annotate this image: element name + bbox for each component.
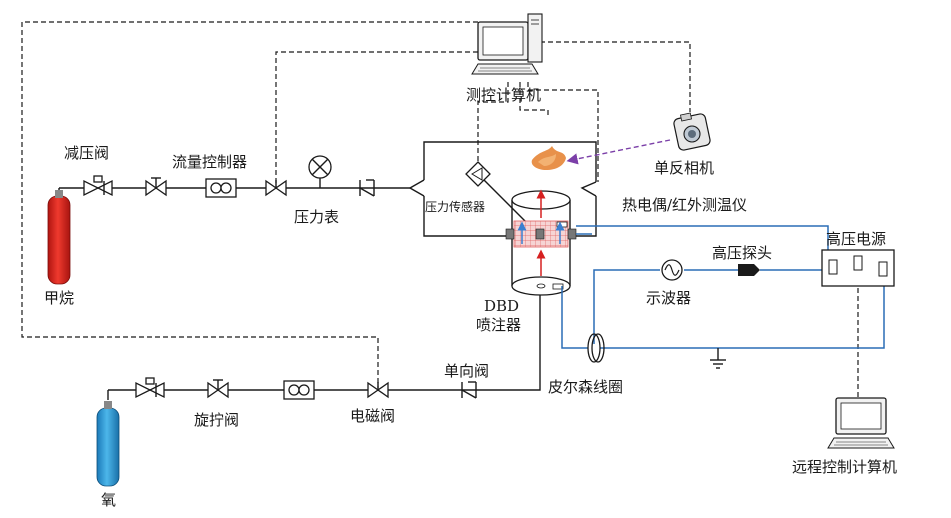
label-flow-controller: 流量控制器 bbox=[172, 153, 247, 171]
label-knob-valve: 旋拧阀 bbox=[194, 411, 239, 429]
label-pressure-gauge: 压力表 bbox=[294, 208, 339, 226]
combustion-chamber bbox=[409, 141, 597, 237]
ground-icon bbox=[710, 348, 726, 369]
label-check-valve: 单向阀 bbox=[444, 362, 489, 380]
label-pressure-reducer: 减压阀 bbox=[64, 144, 109, 162]
high-voltage-supply-icon bbox=[821, 249, 895, 287]
oxygen-pressure-reducer-icon bbox=[135, 377, 165, 399]
label-thermocouple: 热电偶/红外测温仪 bbox=[622, 196, 747, 214]
flow-controller-icon bbox=[205, 178, 237, 198]
oxygen-flow-controller-icon bbox=[283, 380, 315, 400]
camera-view-line bbox=[566, 139, 671, 165]
computer-icon bbox=[471, 13, 543, 75]
needle-valve-icon bbox=[145, 177, 167, 197]
gauge-icon bbox=[308, 155, 332, 188]
dbd-injector bbox=[505, 189, 577, 296]
flame-icon bbox=[531, 146, 566, 170]
oscilloscope-icon bbox=[661, 259, 683, 281]
label-oscilloscope: 示波器 bbox=[646, 289, 691, 307]
label-high-voltage-supply: 高压电源 bbox=[826, 230, 886, 248]
label-dbd-line2: 喷注器 bbox=[476, 316, 521, 334]
label-pressure-sensor: 压力传感器 bbox=[425, 199, 485, 214]
oxygen-tank bbox=[96, 401, 120, 487]
oxygen-solenoid-valve-icon bbox=[367, 381, 389, 399]
label-slr-camera: 单反相机 bbox=[654, 159, 714, 177]
label-high-voltage-probe: 高压探头 bbox=[712, 244, 772, 262]
label-solenoid-valve: 电磁阀 bbox=[350, 407, 395, 425]
pearson-coil-icon bbox=[587, 333, 605, 363]
methane-tank bbox=[47, 190, 71, 285]
knob-valve-icon bbox=[207, 379, 229, 399]
solenoid-valve-icon bbox=[265, 179, 287, 197]
control-signal-lines bbox=[21, 21, 859, 400]
camera-icon bbox=[673, 112, 711, 151]
probe-icon bbox=[738, 264, 760, 276]
label-methane: 甲烷 bbox=[44, 289, 74, 307]
check-valve-icon bbox=[359, 179, 375, 197]
label-oxygen: 氧 bbox=[101, 491, 116, 509]
label-pearson-coil: 皮尔森线圈 bbox=[548, 378, 623, 396]
remote-computer-icon bbox=[827, 397, 895, 449]
pressure-reducer-valve-icon bbox=[83, 175, 113, 197]
label-dbd-line1: DBD bbox=[484, 297, 519, 315]
label-remote-computer: 远程控制计算机 bbox=[792, 458, 897, 476]
label-control-computer: 测控计算机 bbox=[466, 86, 541, 104]
oxygen-check-valve-icon bbox=[461, 381, 477, 399]
